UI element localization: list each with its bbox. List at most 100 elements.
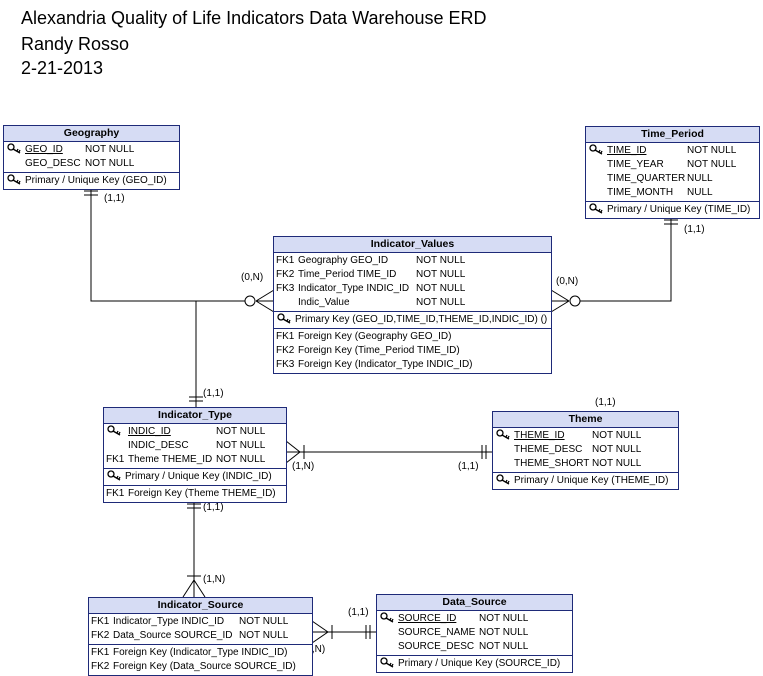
field-name: SOURCE_NAME [398,627,476,638]
foreign-key-row: FK1 Foreign Key (Indicator_Type INDIC_ID… [89,646,312,660]
fk-prefix: FK2 [91,661,110,672]
rel-time-period-indicator-values [580,216,672,302]
cardinality-indicator-type-theme-many: (1,N) [292,461,315,472]
primary-key-row: Primary / Unique Key (GEO_ID) [4,174,179,188]
primary-key-row: Primary / Unique Key (SOURCE_ID) [377,657,572,671]
key-icon [496,429,511,445]
field-type: NOT NULL [479,641,529,652]
field-name: Data_Source SOURCE_ID [113,630,233,641]
foreign-key-section: FK1 Foreign Key (Indicator_Type INDIC_ID… [89,645,312,675]
indicator-source-ds-crowfoot-3 [311,631,329,644]
indicator-type-theme-crowfoot-3 [285,451,301,464]
field-name: INDIC_ID [128,426,171,437]
field-type: NOT NULL [592,458,642,469]
field-name: Geography GEO_ID [298,255,389,266]
field-type: NOT NULL [687,145,737,156]
foreign-key-row: FK3 Foreign Key (Indicator_Type INDIC_ID… [274,358,551,372]
field-row: GEO_ID NOT NULL [4,143,179,157]
indicator-values-time-optional-circle [569,295,581,307]
field-prefix: FK3 [276,283,295,294]
field-row: FK1 Theme THEME_ID NOT NULL [104,453,286,467]
entity-theme[interactable]: Theme THEME_ID NOT NULL THEME_DESC NOT N… [492,411,679,490]
primary-key-text: Primary / Unique Key (THEME_ID) [514,475,669,486]
primary-key-text: Primary / Unique Key (TIME_ID) [607,204,751,215]
fk-text: Foreign Key (Theme THEME_ID) [128,488,276,499]
field-name: TIME_ID [607,145,647,156]
primary-key-row: Primary / Unique Key (TIME_ID) [586,203,759,217]
indicator-source-top-crowfoot-1 [182,579,195,598]
cardinality-indicator-source-top-many: (1,N) [203,574,226,585]
cardinality-theme-top: (1,1) [595,397,616,408]
key-section: Primary / Unique Key (SOURCE_ID) [377,656,572,672]
entity-geography[interactable]: Geography GEO_ID NOT NULL GEO_DESC NOT N… [3,125,180,190]
field-name: THEME_DESC [514,444,583,455]
primary-key-text: Primary Key (GEO_ID,TIME_ID,THEME_ID,IND… [295,314,548,325]
key-section: Primary Key (GEO_ID,TIME_ID,THEME_ID,IND… [274,312,551,329]
foreign-key-row: FK1 Foreign Key (Theme THEME_ID) [104,487,286,501]
field-type: NOT NULL [85,144,135,155]
field-row: GEO_DESC NOT NULL [4,157,179,171]
indicator-values-time-crowfoot-1 [550,289,570,302]
field-name: TIME_QUARTER [607,173,686,184]
entity-indicator-type[interactable]: Indicator_Type INDIC_ID NOT NULL INDIC_D… [103,407,287,503]
field-name: SOURCE_ID [398,613,457,624]
field-section: THEME_ID NOT NULL THEME_DESC NOT NULL TH… [493,428,678,473]
field-type: NOT NULL [687,159,737,170]
primary-key-row: Primary Key (GEO_ID,TIME_ID,THEME_ID,IND… [274,313,551,327]
rel-geography-indicator-values [90,187,245,302]
field-type: NOT NULL [239,630,289,641]
field-row: THEME_DESC NOT NULL [493,443,678,457]
field-name: GEO_DESC [25,158,81,169]
indicator-values-geo-crowfoot-3 [255,300,275,313]
field-name: Time_Period TIME_ID [298,269,397,280]
fk-prefix: FK1 [276,331,295,342]
field-name: INDIC_DESC [128,440,189,451]
field-type: NOT NULL [216,440,266,451]
field-row: FK1 Geography GEO_ID NOT NULL [274,254,551,268]
field-name: Theme THEME_ID [128,454,213,465]
cardinality-indicator-type-top-one: (1,1) [203,388,224,399]
field-row: FK2 Time_Period TIME_ID NOT NULL [274,268,551,282]
cardinality-geography-one: (1,1) [104,193,125,204]
key-section: Primary / Unique Key (GEO_ID) [4,173,179,189]
field-type: NOT NULL [416,255,466,266]
key-icon [496,474,511,490]
field-section: FK1 Geography GEO_ID NOT NULL FK2 Time_P… [274,253,551,312]
entity-data-source[interactable]: Data_Source SOURCE_ID NOT NULL SOURCE_NA… [376,594,573,673]
field-row: SOURCE_NAME NOT NULL [377,626,572,640]
key-icon [589,203,604,219]
field-row: SOURCE_DESC NOT NULL [377,640,572,654]
key-icon [7,143,22,159]
foreign-key-row: FK2 Foreign Key (Data_Source SOURCE_ID) [89,660,312,674]
key-icon [380,657,395,673]
key-icon [380,612,395,628]
indicator-values-geo-crowfoot-1 [255,289,275,302]
field-prefix: FK2 [276,269,295,280]
field-section: GEO_ID NOT NULL GEO_DESC NOT NULL [4,142,179,173]
entity-title: Theme [493,412,678,428]
fk-text: Foreign Key (Indicator_Type INDIC_ID) [298,359,473,370]
field-type: NOT NULL [239,616,289,627]
entity-title: Geography [4,126,179,142]
entity-indicator-values[interactable]: Indicator_Values FK1 Geography GEO_ID NO… [273,236,552,374]
primary-key-text: Primary / Unique Key (SOURCE_ID) [398,658,561,669]
field-prefix: FK1 [276,255,295,266]
entity-indicator-source[interactable]: Indicator_Source FK1 Indicator_Type INDI… [88,597,313,676]
field-name: Indicator_Type INDIC_ID [298,283,410,294]
fk-text: Foreign Key (Data_Source SOURCE_ID) [113,661,296,672]
entity-time-period[interactable]: Time_Period TIME_ID NOT NULL TIME_YEAR N… [585,126,760,219]
entity-title: Indicator_Values [274,237,551,253]
indicator-source-top-crowfoot-3 [193,579,206,598]
field-type: NOT NULL [85,158,135,169]
field-row: FK2 Data_Source SOURCE_ID NOT NULL [89,629,312,643]
field-section: TIME_ID NOT NULL TIME_YEAR NOT NULL TIME… [586,143,759,202]
fk-prefix: FK1 [91,647,110,658]
primary-key-text: Primary / Unique Key (GEO_ID) [25,175,167,186]
cardinality-data-source-one: (1,1) [348,607,369,618]
field-type: NOT NULL [592,430,642,441]
cardinality-time-period-one: (1,1) [684,224,705,235]
fk-text: Foreign Key (Geography GEO_ID) [298,331,452,342]
diagram-title: Alexandria Quality of Life Indicators Da… [21,8,487,28]
fk-prefix: FK1 [106,488,125,499]
field-section: FK1 Indicator_Type INDIC_ID NOT NULL FK2… [89,614,312,645]
